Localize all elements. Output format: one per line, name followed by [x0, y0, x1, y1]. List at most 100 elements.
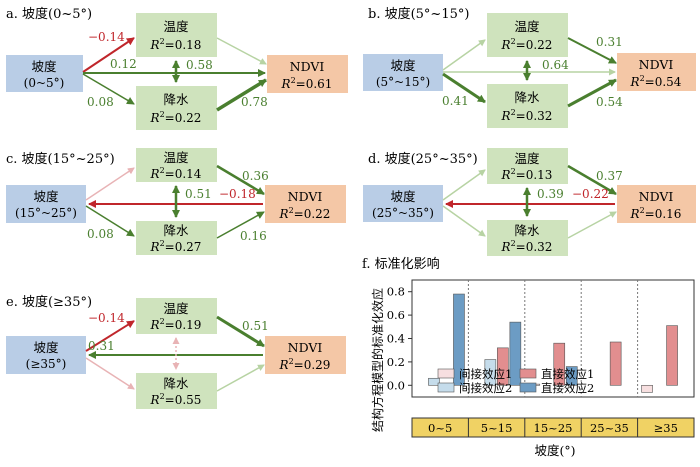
panel-b-temp-box [487, 13, 568, 57]
legend-label: 间接效应1 [459, 367, 512, 381]
legend-label: 直接效应1 [541, 367, 594, 381]
panel-c-title: c. 坡度(15°~25°) [6, 151, 115, 167]
panel-a-ndvi-r2: R2=0.61 [281, 76, 333, 91]
chart-xlabel: 坡度(°) [534, 443, 575, 458]
panel-d-arrow-slope-temp [442, 169, 486, 201]
panel-e-prec-label: 降水 [163, 376, 189, 391]
panel-d-coef-mid: 0.39 [537, 187, 564, 201]
panel-a-prec-label: 降水 [163, 92, 189, 107]
x-tick-label: 15~25 [534, 421, 573, 435]
panel-b-prec-label: 降水 [514, 90, 540, 105]
y-tick-label: 0.0 [387, 378, 405, 392]
panel-b-ndvi-label: NDVI [639, 57, 674, 72]
panel-d-ndvi-label: NDVI [639, 189, 674, 204]
panel-e-temp-r2: R2=0.19 [150, 317, 202, 332]
chart-title: f. 标准化影响 [362, 256, 440, 272]
chart-ylabel: 结构方程模型的标准化效应 [370, 288, 385, 432]
bar [553, 342, 566, 386]
panel-f-chart: f. 标准化影响 结构方程模型的标准化效应 坡度(°) 0.00.20.40.6… [362, 256, 695, 458]
panel-c-coef-slope-prec: 0.08 [87, 227, 114, 241]
panel-c-coef-prec-ndvi: 0.16 [240, 229, 267, 243]
panel-b-slope-box [363, 54, 443, 91]
panel-a-temp-label: 温度 [163, 19, 189, 34]
panel-e-coef-slope-ndvi: 0.31 [88, 339, 115, 353]
panel-e-prec-r2: R2=0.55 [150, 392, 202, 407]
panel-c-arrow-prec-ndvi [216, 211, 265, 239]
panel-d-arrow-slope-prec [442, 205, 486, 237]
panel-a-arrow-slope-temp [82, 37, 135, 73]
bar [641, 384, 653, 393]
panel-d-ndvi-r2: R2=0.16 [630, 206, 682, 221]
panel-a-arrow-slope-prec [82, 73, 135, 105]
panel-c-slope-range: (15°~25°) [15, 206, 77, 220]
panel-d-temp-label: 温度 [514, 151, 540, 166]
y-tick-label: 0.4 [387, 332, 405, 346]
panel-b-arrow-slope-prec [442, 72, 486, 104]
y-tick-label: 0.2 [387, 355, 405, 369]
panel-e: e. 坡度(≥35°) 坡度 (≥35°) 温度 R2=0.19 降水 R2=0… [6, 294, 346, 409]
panel-b-slope-label: 坡度 [390, 58, 416, 73]
panel-b-coef-prec-ndvi: 0.54 [596, 95, 623, 109]
bar [497, 347, 509, 386]
panel-b-temp-label: 温度 [514, 19, 540, 34]
bar [609, 341, 622, 386]
panel-e-slope-range: (≥35°) [26, 357, 67, 371]
panel-d-arrow-temp-ndvi [567, 164, 617, 196]
bar [666, 325, 678, 386]
panel-b-arrow-temp-ndvi [567, 37, 617, 64]
bar [565, 366, 578, 386]
panel-e-temp-label: 温度 [163, 301, 189, 316]
panel-b-arrow-slope-temp [442, 39, 486, 71]
panel-e-ndvi-box [265, 336, 346, 374]
panel-e-arrow-temp-ndvi [216, 315, 265, 348]
panel-c-coef-temp-ndvi: 0.36 [242, 169, 269, 183]
panel-d-title: d. 坡度(25°~35°) [368, 151, 478, 167]
panel-a-arrow-temp-ndvi [216, 37, 267, 65]
panel-a-coef-slope-prec: 0.08 [87, 95, 114, 109]
panel-d-coef-temp-ndvi: 0.37 [596, 169, 623, 183]
panel-a-slope-box [6, 55, 83, 92]
panel-e-prec-box [136, 373, 217, 409]
panel-c-prec-box [136, 221, 217, 255]
panel-d-ndvi-box [617, 185, 696, 223]
panel-e-ndvi-r2: R2=0.29 [279, 357, 331, 372]
panel-c-arrow-temp-ndvi [216, 164, 265, 196]
panel-a-prec-r2: R2=0.22 [150, 110, 202, 125]
panel-a-ndvi-label: NDVI [290, 59, 325, 74]
panel-d-coef-slope-ndvi: −0.22 [572, 187, 609, 201]
panel-b-coef-temp-ndvi: 0.31 [596, 35, 623, 49]
panel-d-slope-box [363, 185, 443, 222]
panel-c-temp-r2: R2=0.14 [150, 166, 202, 181]
panel-d-prec-label: 降水 [514, 223, 540, 238]
panel-e-temp-box [136, 298, 217, 334]
panel-a-arrow-prec-ndvi [216, 78, 267, 112]
legend-swatch [519, 368, 537, 379]
bar [509, 321, 522, 386]
panel-c-coef-slope-ndvi: −0.18 [219, 187, 256, 201]
panel-b-coef-mid: 0.64 [542, 58, 569, 72]
panel-a-coef-temp-ndvi: 0.58 [186, 58, 213, 72]
panel-c-arrow-slope-temp [85, 167, 135, 201]
panel-a-title: a. 坡度(0~5°) [6, 6, 92, 22]
panel-e-arrow-slope-prec [85, 357, 135, 390]
panel-b-prec-r2: R2=0.32 [501, 108, 553, 123]
panel-d-slope-range: (25°~35°) [372, 206, 434, 220]
panel-c: c. 坡度(15°~25°) 坡度 (15°~25°) 温度 R2=0.14 降… [6, 148, 346, 255]
y-tick-label: 0.8 [387, 285, 405, 299]
legend-label: 直接效应2 [541, 381, 594, 395]
legend-swatch [519, 382, 537, 393]
legend-label: 间接效应2 [459, 381, 512, 395]
panel-e-coef-slope-temp: −0.14 [88, 311, 125, 325]
panel-c-arrow-slope-prec [85, 205, 135, 237]
panel-b-temp-r2: R2=0.22 [501, 37, 553, 52]
panel-d: d. 坡度(25°~35°) 坡度 (25°~35°) 温度 R2=0.13 降… [363, 148, 696, 256]
panel-b-prec-box [487, 84, 568, 128]
category-band [411, 417, 695, 438]
bar [428, 377, 440, 386]
panel-e-title: e. 坡度(≥35°) [6, 294, 92, 310]
panel-c-prec-label: 降水 [163, 223, 189, 238]
